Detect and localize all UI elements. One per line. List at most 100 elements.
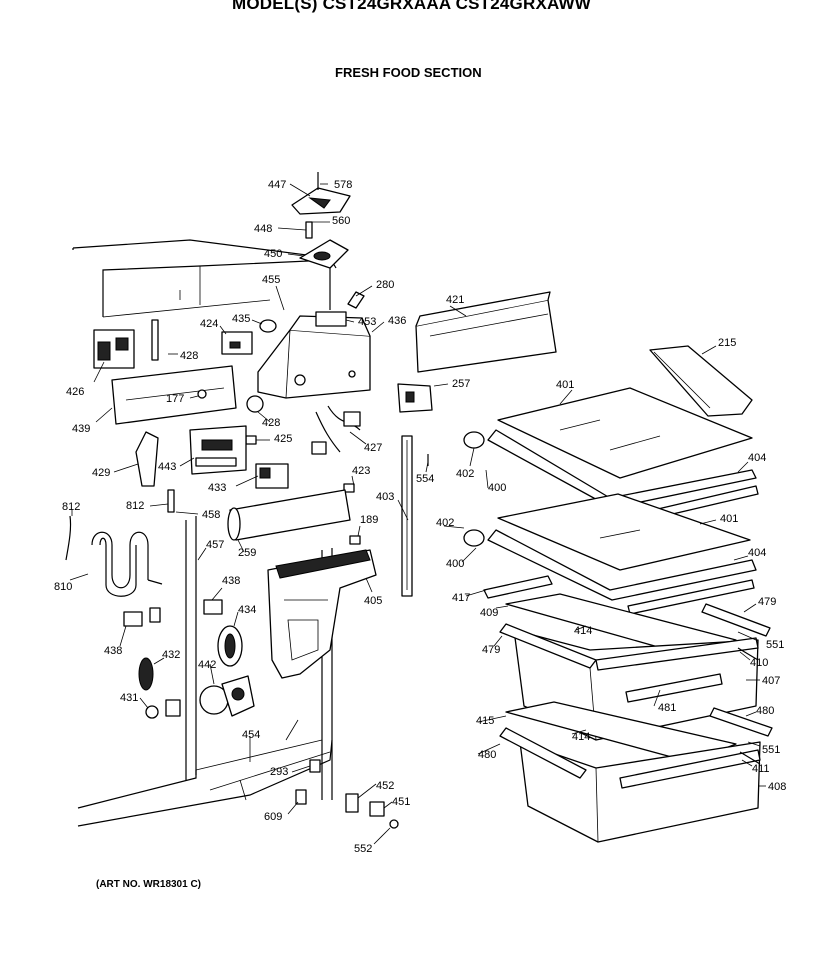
callout-409: 409 [480,607,498,619]
control-426 [93,329,135,369]
bracket-280 [347,291,365,309]
callout-450: 450 [264,248,282,260]
callout-578: 578 [334,179,352,191]
callout-554: 554 [416,473,434,485]
screw-560 [305,221,313,239]
callout-407: 407 [762,675,780,687]
callout-402-upper: 402 [456,468,474,480]
bracket-451 [369,801,385,817]
callout-432: 432 [162,649,180,661]
fan-motor-442 [199,675,255,717]
air-duct-405 [267,549,377,679]
callout-labels: 447 578 448 560 450 280 455 421 435 424 … [54,179,786,855]
callout-453: 453 [358,316,376,328]
crisper-cover-409 [505,593,737,657]
callout-404-upper: 404 [748,452,766,464]
callout-451: 451 [392,796,410,808]
callout-414-upper: 414 [574,625,592,637]
fuse-432 [138,657,154,691]
callout-426: 426 [66,386,84,398]
shelf-trim-404-lower [627,579,755,615]
callout-424: 424 [200,318,218,330]
callout-438b: 438 [222,575,240,587]
callout-401-upper: 401 [556,379,574,391]
glass-shelf-401-upper [497,387,753,479]
callout-411: 411 [752,763,770,775]
callout-400-upper: 400 [488,482,506,494]
cabinet-liner [72,239,337,827]
shelf-frame-400-lower [463,529,757,601]
callout-810: 810 [54,581,72,593]
callout-812-left: 812 [62,501,80,513]
rail-480-right [709,707,773,737]
callout-552: 552 [354,843,372,855]
callout-480-left: 480 [478,749,496,761]
callout-551-upper: 551 [766,639,784,651]
callout-428: 428 [180,350,198,362]
callout-429: 429 [92,467,110,479]
callout-404-lower: 404 [748,547,766,559]
leader-lines [69,183,766,845]
crisper-cover-415 [505,701,737,763]
bracket-439 [111,365,237,425]
callout-455: 455 [262,274,280,286]
callout-417: 417 [452,592,470,604]
callout-436: 436 [388,315,406,327]
callout-400-lower: 400 [446,558,464,570]
wiring-harness-427 [311,405,361,455]
callout-448: 448 [254,223,272,235]
callout-452: 452 [376,780,394,792]
control-duct-453 [315,311,347,327]
foot-293 [309,759,321,773]
callout-428b: 428 [262,417,280,429]
callout-403: 403 [376,491,394,503]
callout-421: 421 [446,294,464,306]
callout-454: 454 [242,729,260,741]
callout-479-right: 479 [758,596,776,608]
callout-189: 189 [360,514,378,526]
thermostat-knob-428b [246,395,264,413]
callout-259: 259 [238,547,256,559]
hinge-452 [345,793,359,813]
clip-189 [349,535,361,545]
callout-423: 423 [352,465,370,477]
callout-443: 443 [158,461,176,473]
clip-425 [245,435,257,445]
callout-434: 434 [238,604,256,616]
callout-410: 410 [750,657,768,669]
wire-812-left [65,515,72,561]
callout-560: 560 [332,215,350,227]
relay-433 [255,463,289,489]
housing-443 [189,425,247,475]
callout-479-left: 479 [482,644,500,656]
roller-609 [295,789,307,805]
callout-551-lower: 551 [762,744,780,756]
crisper-pan-410 [737,647,759,661]
callout-447: 447 [268,179,286,191]
heater-810 [91,531,163,597]
callout-415: 415 [476,715,494,727]
callout-257: 257 [452,378,470,390]
callout-280: 280 [376,279,394,291]
callout-427: 427 [364,442,382,454]
switch-438 [123,607,161,627]
clip-423 [343,483,355,493]
hinge-257 [397,383,433,413]
section-subtitle: FRESH FOOD SECTION [335,65,482,80]
callout-177: 177 [166,393,184,405]
callout-431: 431 [120,692,138,704]
bracket-429 [135,431,159,487]
callout-408: 408 [768,781,786,793]
wire-812 [167,489,175,513]
light-switch-424 [221,331,253,355]
rail-411 [739,751,761,765]
bin-215 [649,345,753,417]
callout-425: 425 [274,433,292,445]
damper-434 [217,625,243,667]
glass-shelf-401-lower [497,493,751,571]
thermostat-428 [151,319,159,361]
callout-609: 609 [264,811,282,823]
rail-417 [483,575,553,599]
shelf-support-403 [401,435,413,597]
rail-479-right [701,603,771,637]
